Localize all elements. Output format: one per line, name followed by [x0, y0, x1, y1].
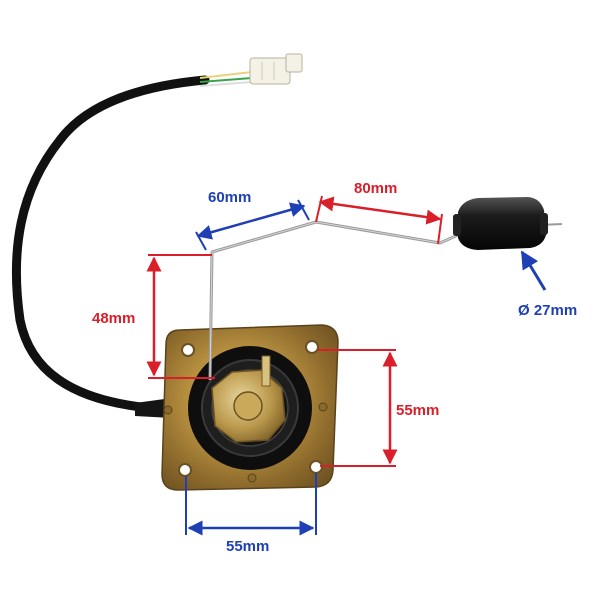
wire-cable	[11, 75, 210, 413]
label-55mm-vertical: 55mm	[396, 402, 439, 419]
float	[453, 197, 548, 250]
label-float-diameter: Ø 27mm	[518, 302, 577, 319]
label-80mm: 80mm	[354, 180, 397, 197]
dimension-60mm	[195, 199, 310, 251]
wire-yellow	[199, 71, 253, 79]
label-48mm: 48mm	[92, 310, 135, 327]
terminal-tab	[261, 355, 271, 387]
dimension-55mm-horizontal	[185, 473, 317, 536]
connector-plug	[249, 53, 303, 85]
wire-green	[199, 77, 253, 83]
label-60mm: 60mm	[208, 189, 251, 206]
mounting-hole	[181, 343, 195, 357]
dimension-48mm	[146, 254, 215, 379]
rivet	[247, 473, 257, 483]
dimension-80mm	[315, 195, 443, 245]
mounting-hole	[305, 340, 319, 354]
rivet	[318, 402, 328, 412]
cable-grommet	[135, 398, 172, 418]
wire-white	[199, 81, 253, 87]
float-diameter-arrow	[520, 250, 547, 291]
label-55mm-horizontal: 55mm	[226, 538, 269, 555]
mounting-hole	[178, 463, 192, 477]
rivet	[163, 405, 173, 415]
dimension-55mm-vertical	[318, 349, 398, 467]
